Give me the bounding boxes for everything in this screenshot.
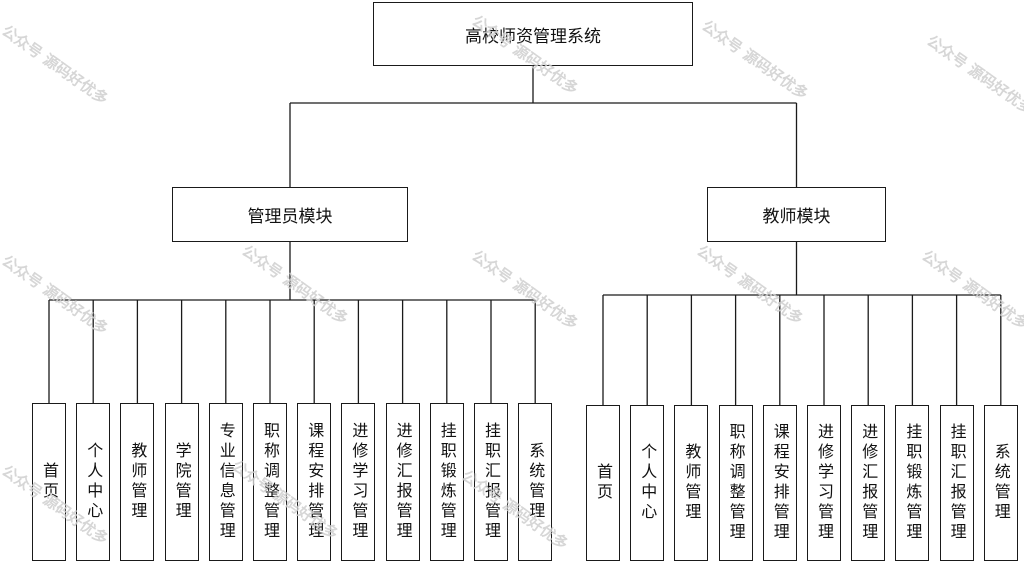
admin-item: 进修汇报管理 <box>385 403 420 561</box>
admin-item: 专业信息管理 <box>208 403 243 561</box>
module-admin: 管理员模块 <box>172 187 408 242</box>
admin-item: 系统管理 <box>518 403 553 561</box>
teacher-item: 系统管理 <box>983 405 1018 561</box>
teacher-item: 挂职汇报管理 <box>939 405 974 561</box>
admin-item: 进修学习管理 <box>341 403 376 561</box>
admin-item: 学院管理 <box>164 403 199 561</box>
admin-item: 挂职汇报管理 <box>474 403 508 561</box>
teacher-item: 个人中心 <box>630 405 665 561</box>
module-teacher: 教师模块 <box>707 187 886 242</box>
teacher-item: 进修汇报管理 <box>851 405 886 561</box>
teacher-item: 职称调整管理 <box>718 405 753 561</box>
teacher-item: 教师管理 <box>674 405 709 561</box>
admin-item: 个人中心 <box>76 403 111 561</box>
teacher-item: 进修学习管理 <box>807 405 841 561</box>
admin-item: 职称调整管理 <box>253 403 287 561</box>
admin-item: 首页 <box>32 403 66 561</box>
root-node: 高校师资管理系统 <box>373 2 693 66</box>
teacher-item: 课程安排管理 <box>762 405 797 561</box>
teacher-item: 首页 <box>586 405 620 561</box>
admin-item: 挂职锻炼管理 <box>429 403 464 561</box>
admin-item: 课程安排管理 <box>297 403 332 561</box>
admin-item: 教师管理 <box>120 403 155 561</box>
teacher-item: 挂职锻炼管理 <box>895 405 930 561</box>
